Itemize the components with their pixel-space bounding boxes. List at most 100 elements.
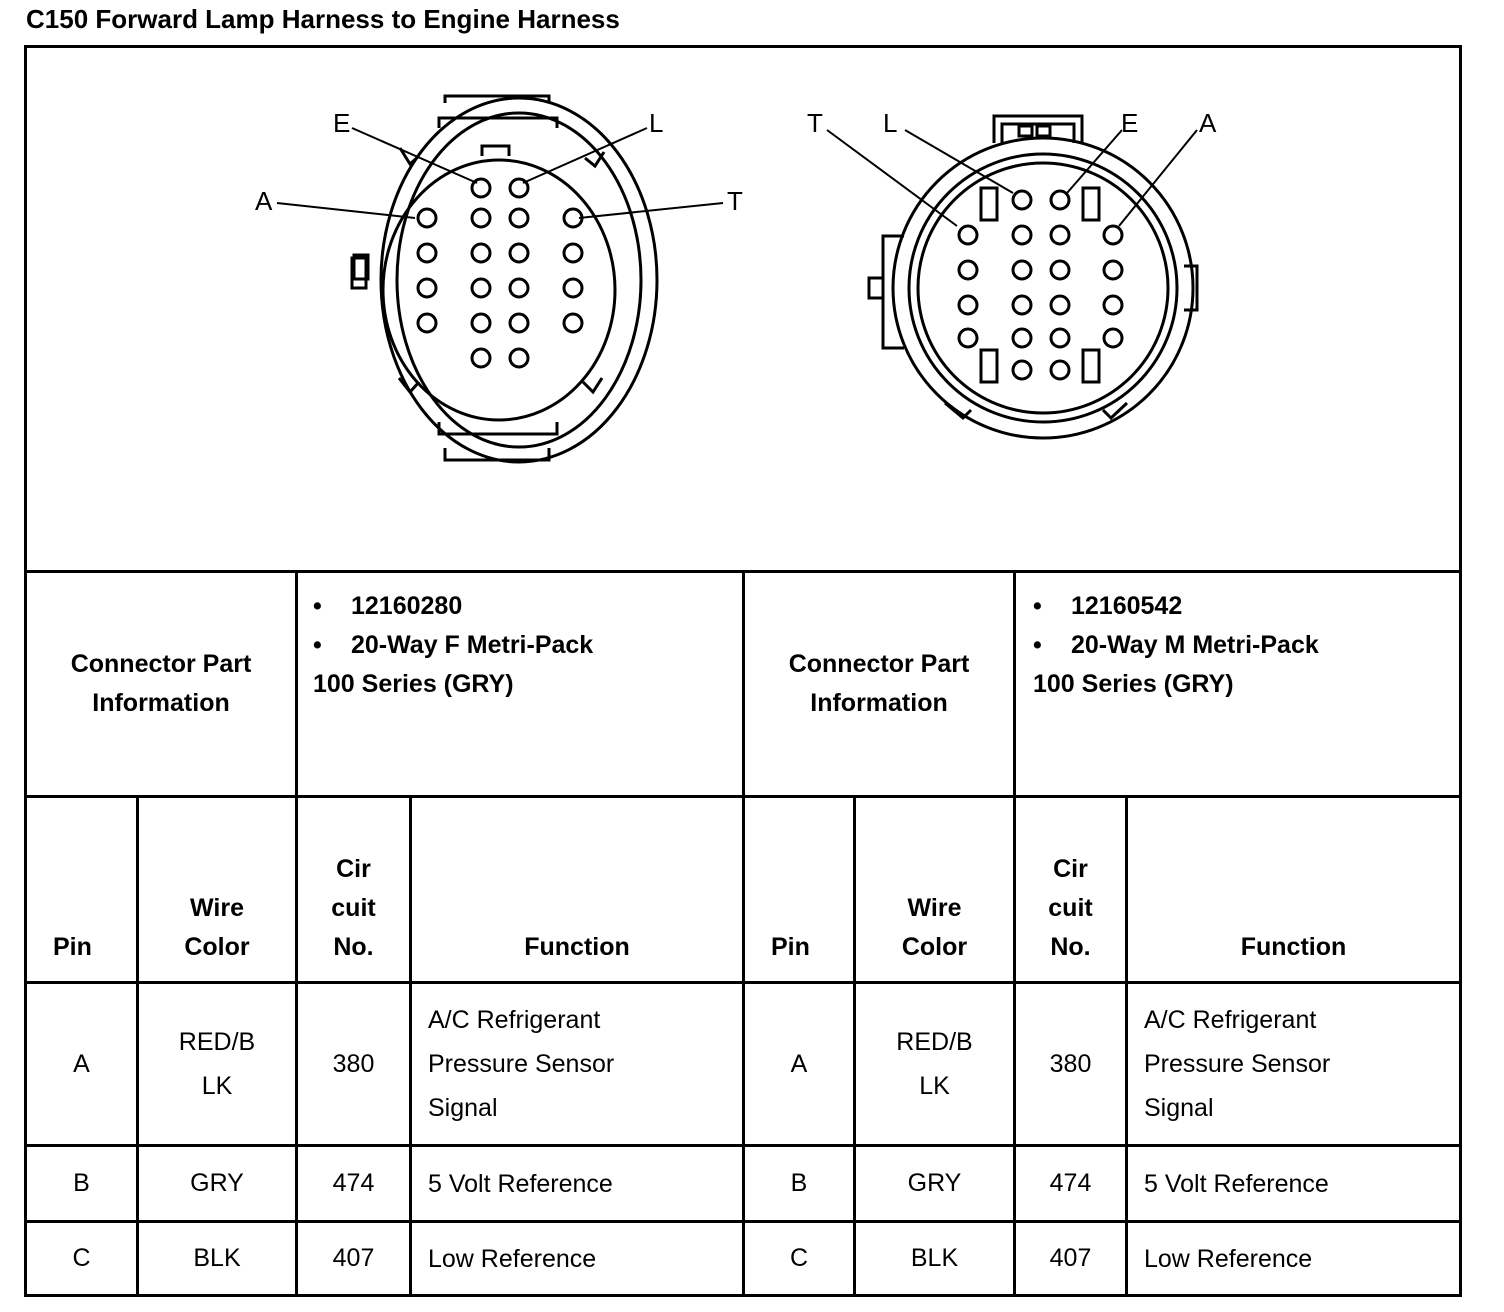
pin-hole [508, 207, 530, 229]
pin-hole [1011, 189, 1033, 211]
part-number: 12160280 [351, 592, 463, 620]
female-pin-grid [416, 177, 584, 369]
divider [295, 570, 298, 1294]
pin-hole [508, 242, 530, 264]
divider [1125, 795, 1128, 1294]
female-connector-face [350, 94, 659, 464]
connector-diagram: E L A T [255, 94, 1217, 464]
table-cell-function: 5 Volt Reference [1144, 1169, 1329, 1198]
pin-hole [1049, 327, 1071, 349]
female-pin-callouts [276, 127, 724, 219]
table-cell-circuit: 380 [1049, 1049, 1092, 1078]
pin-hole [957, 224, 979, 246]
table-cell-pin: A [73, 1049, 90, 1078]
pin-hole [470, 242, 492, 264]
pin-hole [1011, 327, 1033, 349]
pin-hole [1011, 259, 1033, 281]
page-title: C150 Forward Lamp Harness to Engine Harn… [26, 4, 620, 34]
pin-hole [416, 312, 438, 334]
pin-hole [1102, 294, 1124, 316]
pin-hole [562, 277, 584, 299]
pin-label-l: L [883, 108, 897, 138]
table-cell-circuit: 474 [332, 1169, 375, 1197]
divider [1013, 570, 1016, 1294]
pin-label-e: E [333, 108, 350, 138]
pin-hole [416, 242, 438, 264]
divider [136, 795, 139, 1294]
pin-hole [1049, 294, 1071, 316]
pin-hole [1049, 189, 1071, 211]
pin-hole [470, 277, 492, 299]
table-cell-pin: C [72, 1244, 91, 1272]
pin-hole [508, 312, 530, 334]
pin-label-t: T [727, 186, 743, 216]
table-cell-wire-color: GRY [190, 1169, 244, 1197]
pin-hole [470, 207, 492, 229]
table-cell-circuit: 474 [1049, 1169, 1092, 1197]
pin-hole [957, 294, 979, 316]
divider [853, 795, 856, 1294]
table-cell-circuit: 407 [1049, 1244, 1092, 1272]
table-cell-wire-color: BLK [193, 1244, 241, 1272]
connector-series: 100 Series (GRY) [1033, 670, 1234, 698]
connector-description: 20-Way F Metri-Pack [351, 631, 594, 659]
table-cell-pin: B [73, 1169, 90, 1197]
table-cell-pin: C [789, 1244, 809, 1272]
male-pin-labels: T L E A [807, 108, 1217, 138]
pin-label-a: A [255, 186, 273, 216]
pin-hole [562, 242, 584, 264]
table-cell-function: 5 Volt Reference [428, 1169, 613, 1198]
table-cell-function: Low Reference [428, 1244, 597, 1273]
pin-hole [1049, 224, 1071, 246]
pin-label-l: L [649, 108, 663, 138]
pin-hole [1049, 359, 1071, 381]
part-info-details: •12160542 •20-Way M Metri-Pack 100 Serie… [1033, 587, 1453, 704]
part-info-details: •12160280 •20-Way F Metri-Pack 100 Serie… [313, 587, 733, 704]
pin-hole [1102, 259, 1124, 281]
header-pin: Pin [771, 933, 810, 961]
pin-hole [508, 177, 530, 199]
pin-hole [1011, 359, 1033, 381]
table-cell-pin: A [790, 1049, 808, 1078]
header-pin: Pin [53, 933, 92, 961]
male-pin-callouts [826, 129, 1198, 227]
female-pin-labels: E L A T [255, 108, 743, 216]
pin-hole [1102, 327, 1124, 349]
pin-hole [470, 347, 492, 369]
part-number: 12160542 [1071, 592, 1183, 620]
pin-label-t: T [807, 108, 823, 138]
pin-hole [1011, 294, 1033, 316]
pin-hole [470, 312, 492, 334]
header-function: Function [1240, 933, 1347, 961]
male-pin-grid [957, 189, 1124, 381]
table-cell-wire-color: GRY [907, 1169, 962, 1197]
pin-hole [508, 347, 530, 369]
pin-hole [1049, 259, 1071, 281]
pin-label-a: A [1199, 108, 1217, 138]
divider [742, 570, 745, 1294]
table-cell-pin: B [790, 1169, 808, 1197]
divider [409, 795, 412, 1294]
table-cell-circuit: 380 [332, 1049, 375, 1078]
connector-table: E L A T [24, 45, 1462, 1297]
pin-hole [416, 277, 438, 299]
pin-hole [957, 327, 979, 349]
pin-hole [1011, 224, 1033, 246]
table-cell-circuit: 407 [332, 1244, 375, 1272]
pin-hole [470, 177, 492, 199]
table-cell-wire-color: BLK [910, 1244, 959, 1272]
pin-hole [1102, 224, 1124, 246]
table-cell-function: Low Reference [1144, 1244, 1313, 1273]
pin-hole [957, 259, 979, 281]
male-connector-face [867, 114, 1199, 440]
